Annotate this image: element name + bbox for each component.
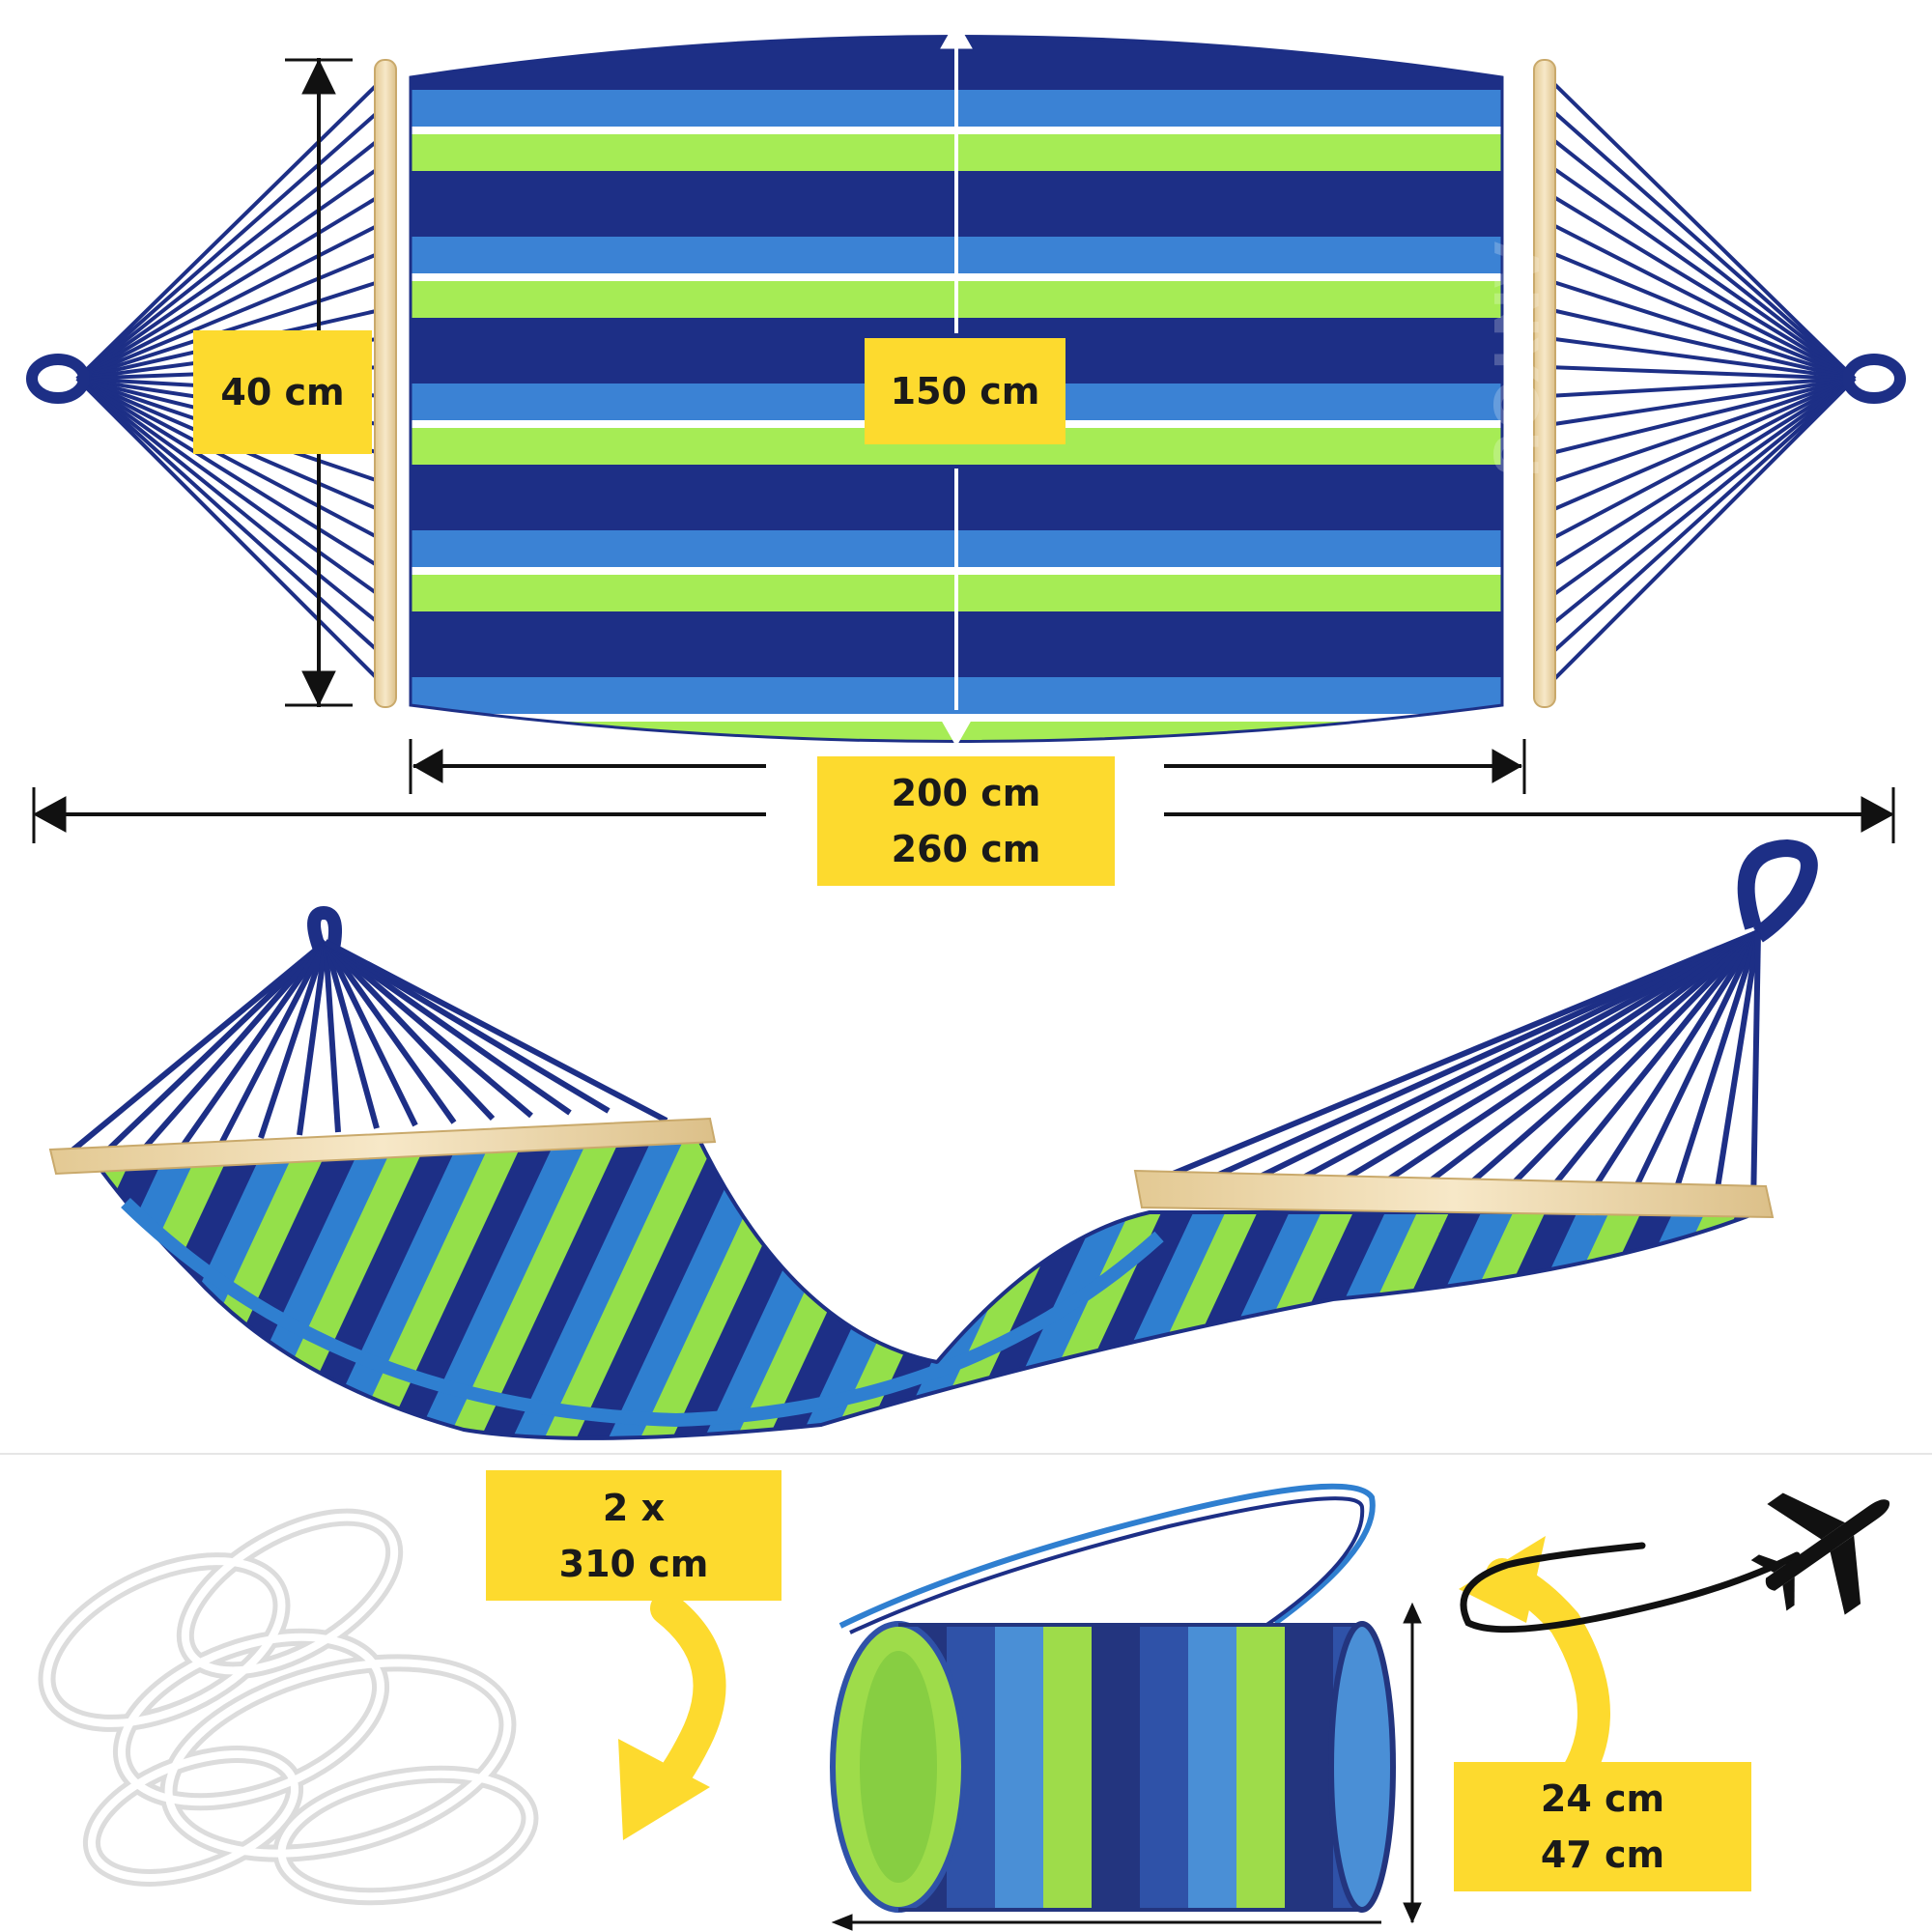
right-hanging-loop (1842, 354, 1906, 404)
left-hanging-loop (26, 354, 90, 404)
perspective-hammock-edge (121, 1197, 1164, 1428)
spreader-width-label: 40 cm (193, 330, 372, 454)
bed-width-value: 150 cm (890, 370, 1040, 412)
bed-length-value: 200 cm (891, 772, 1041, 814)
total-length-dimension-line (32, 787, 1895, 843)
perspective-left-ropes (66, 939, 668, 1157)
perspective-right-ropes (1148, 929, 1761, 1208)
rope-count-value: 2 x (602, 1486, 666, 1529)
bed-width-label: 150 cm (865, 338, 1065, 444)
bag-size-label: 24 cm 47 cm (1454, 1762, 1751, 1891)
rope-length-value: 310 cm (558, 1542, 709, 1585)
airplane-icon (1460, 1492, 1889, 1634)
perspective-hammock-fabric (93, 1129, 1759, 1440)
perspective-right-spreader-bar (1133, 1169, 1775, 1219)
bag-length-dimension-line (831, 1914, 1381, 1931)
bag-size-2-value: 47 cm (1540, 1833, 1665, 1876)
left-spreader-bar (374, 59, 397, 708)
bed-width-dimension-line (918, 10, 995, 748)
brand-watermark: ANYOU (1480, 242, 1550, 479)
right-spreader-bar (1533, 59, 1556, 708)
curved-arrow-icon (1459, 1536, 1610, 1808)
right-ropes (1546, 75, 1857, 688)
bed-length-dimension-line (409, 739, 1526, 794)
bag-size-1-value: 24 cm (1540, 1777, 1665, 1820)
bag-height-dimension-line (1403, 1602, 1422, 1924)
rope-label: 2 x 310 cm (486, 1470, 781, 1601)
rope-coils-highlight (43, 1513, 534, 1901)
right-hanging-loop (1737, 838, 1818, 943)
hammock-perspective-view (48, 838, 1818, 1440)
left-hanging-loop (307, 905, 342, 951)
curved-arrow-icon (618, 1592, 726, 1840)
carry-bag (830, 1483, 1396, 1913)
spreader-width-value: 40 cm (220, 371, 345, 413)
length-label: 200 cm 260 cm (817, 756, 1115, 886)
perspective-left-spreader-bar (48, 1117, 717, 1176)
total-length-value: 260 cm (891, 828, 1041, 870)
